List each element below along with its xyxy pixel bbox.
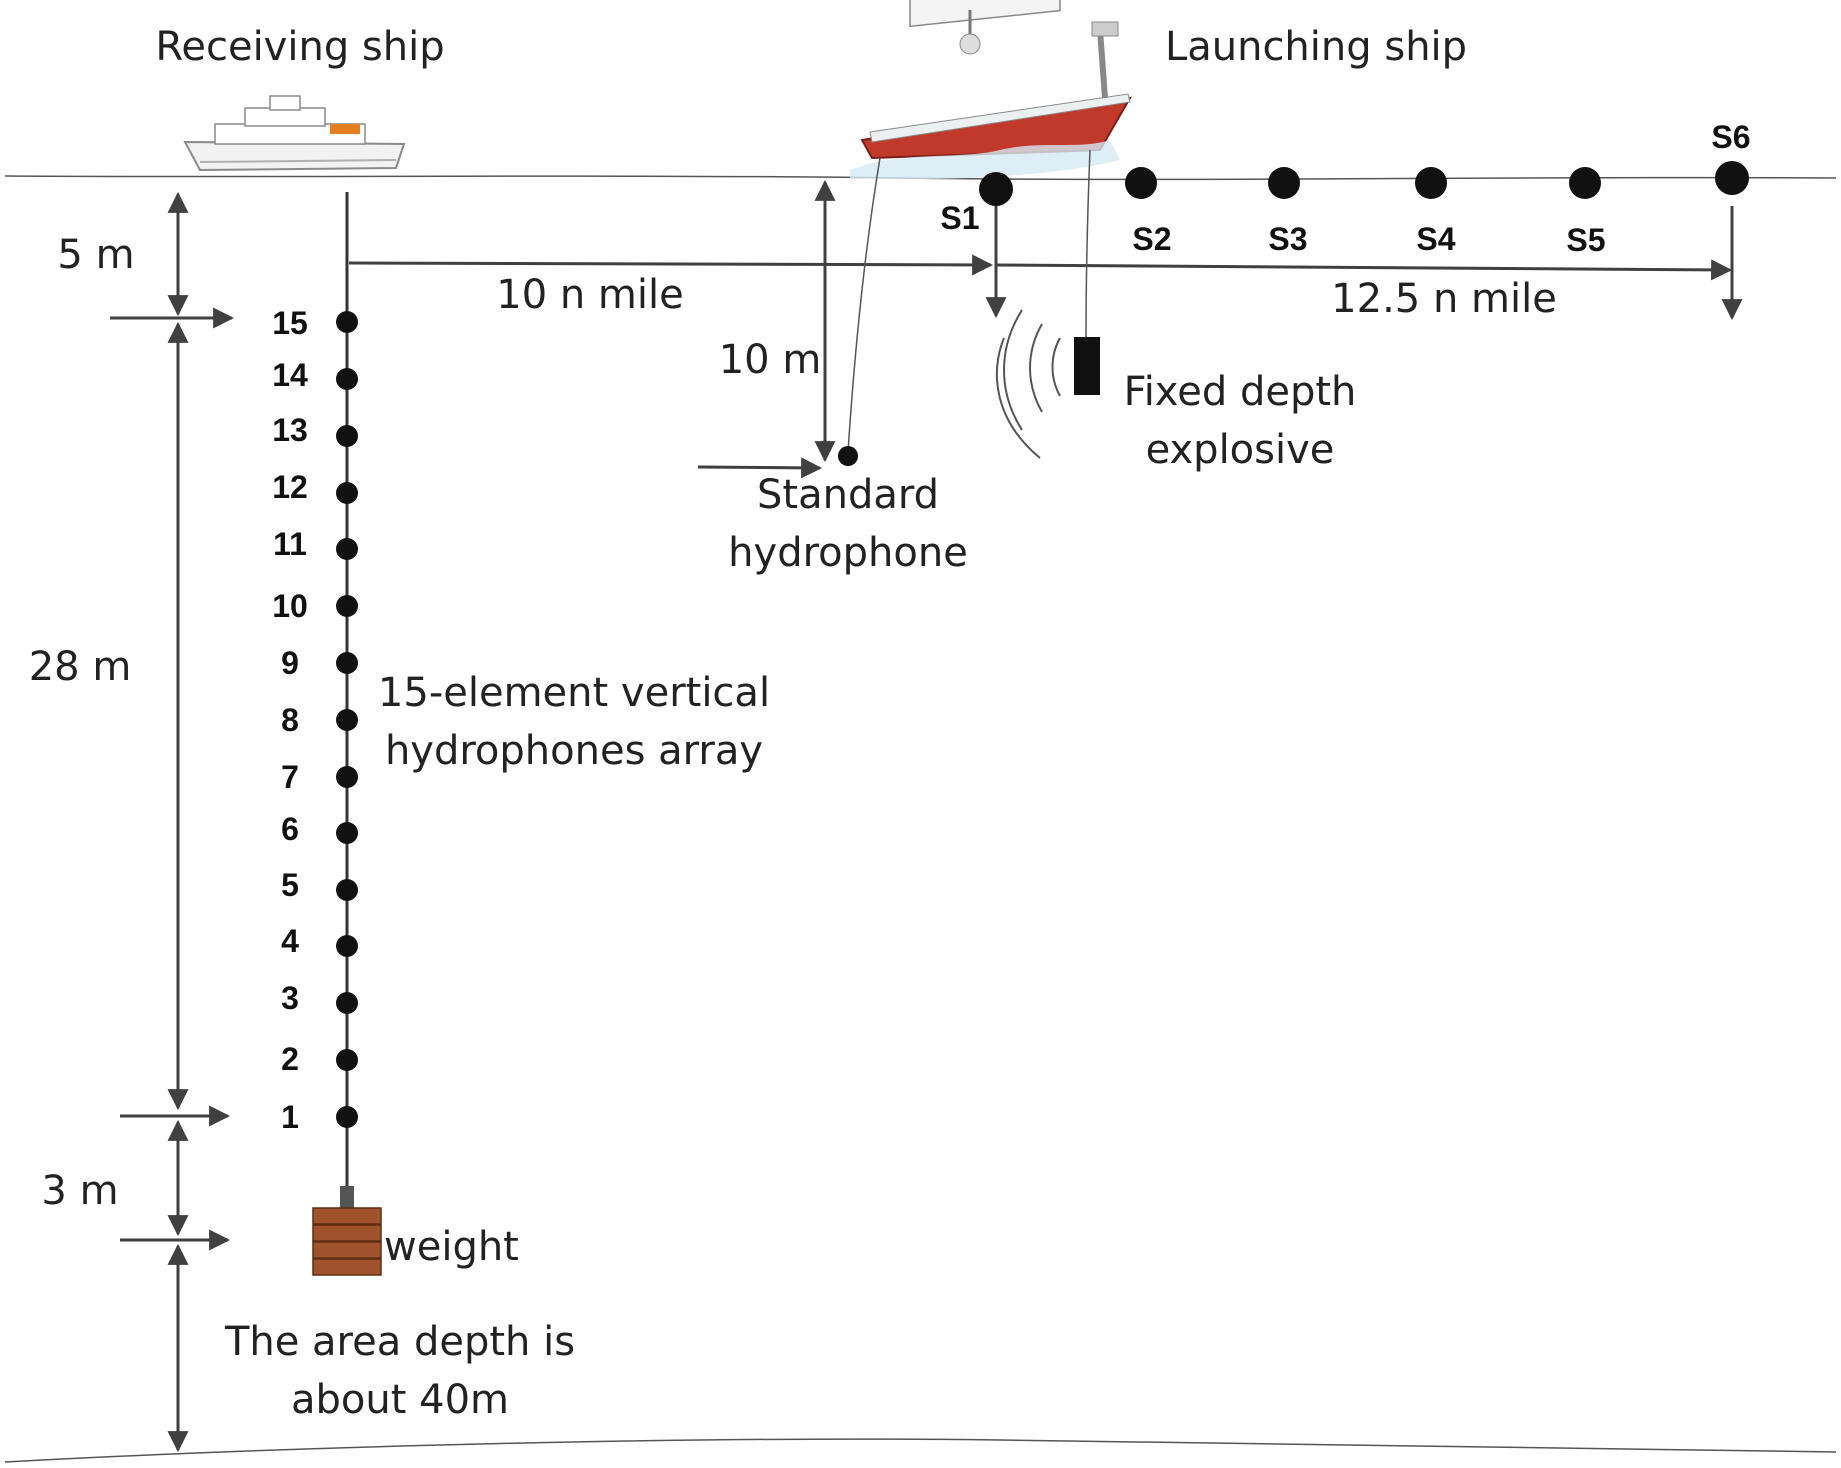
element-number: 9 [281,645,299,681]
weight-icon [312,1186,382,1276]
element-number-labels: 15 14 13 12 11 10 9 8 7 6 5 4 3 2 1 [272,305,308,1135]
source-label-s5: S5 [1566,222,1605,258]
element-number: 15 [272,305,308,341]
array-element-point [336,1106,358,1128]
bottom-gap-3m-label: 3 m [41,1168,118,1214]
element-number: 14 [272,357,308,393]
element-number: 7 [281,759,299,795]
array-element-point [336,368,358,390]
distance-12_5nmile-label: 12.5 n mile [1331,276,1557,322]
element-number: 8 [281,702,299,738]
receiving-ship-icon [183,95,406,172]
element-number: 10 [272,588,308,624]
source-label-s3: S3 [1268,221,1307,257]
source-point-s6 [1715,161,1749,195]
distance-10nmile-label: 10 n mile [496,272,683,318]
source-label-s1: S1 [940,200,979,236]
sea-bottom-line [4,1438,1837,1463]
hydrophone-elements [336,311,358,1128]
array-element-point [336,992,358,1014]
array-label-line2: hydrophones array [385,728,763,774]
area-depth-label-line1: The area depth is [224,1319,575,1365]
array-element-point [336,538,358,560]
hydrophone-cable [847,157,881,453]
source-label-s4: S4 [1416,221,1455,257]
array-element-point [336,935,358,957]
source-point-s5 [1569,167,1601,199]
explosive-cable [1085,149,1091,341]
element-number: 12 [272,469,308,505]
array-element-point [336,425,358,447]
element-number: 3 [281,980,299,1016]
array-element-point [336,482,358,504]
standard-hydrophone-label-line1: Standard [757,472,939,518]
element-number: 13 [272,412,308,448]
standard-hydrophone-point [838,446,858,466]
source-point-s3 [1268,167,1300,199]
element-number: 5 [281,867,299,903]
element-number: 11 [273,526,307,562]
array-element-point [336,1049,358,1071]
element-number: 4 [281,923,299,959]
hydrophone-pointer-arrow [697,457,823,479]
depth-5m-label: 5 m [57,232,134,278]
distance-10nmile-arrow [348,254,994,276]
array-element-point [336,652,358,674]
array-element-point [336,766,358,788]
receiving-ship-label: Receiving ship [155,24,444,70]
array-label-line1: 15-element vertical [378,670,770,716]
launching-ship-icon [850,0,1132,180]
standard-hydrophone-label-line2: hydrophone [728,530,968,576]
source-point-s1 [979,172,1013,206]
source-point-s4 [1415,167,1447,199]
explosive-label-line2: explosive [1146,427,1335,473]
element-number: 2 [281,1041,299,1077]
array-element-point [336,311,358,333]
explosive-label-line1: Fixed depth [1124,369,1357,415]
source-point-s2 [1125,167,1157,199]
element-number: 1 [281,1099,299,1135]
weight-label: weight [384,1224,519,1270]
explosive-charge-icon [1074,337,1100,395]
array-element-point [336,822,358,844]
area-depth-label-line2: about 40m [291,1377,509,1423]
array-element-point [336,709,358,731]
array-element-point [336,879,358,901]
distance-12_5nmile-arrow [995,259,1733,281]
source-label-s2: S2 [1132,221,1171,257]
array-element-point [336,595,358,617]
source-label-s6: S6 [1711,119,1750,155]
launching-ship-label: Launching ship [1165,24,1467,70]
hydrophone-depth-label: 10 m [719,337,822,383]
sound-wave-icon [995,309,1061,459]
element-number: 6 [281,811,299,847]
array-span-28m-label: 28 m [29,644,132,690]
